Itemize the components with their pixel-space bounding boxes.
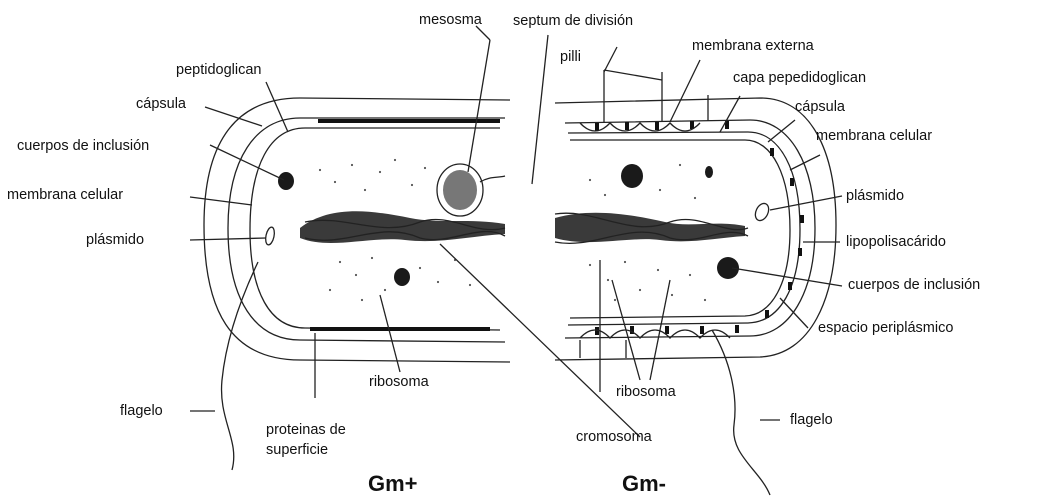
gm-plus-plasmid (264, 226, 276, 245)
label-septum-division: septum de división (513, 13, 633, 29)
label-pilli: pilli (560, 49, 581, 65)
gm-plus-inclusion-body-2 (394, 268, 410, 286)
gm-plus-mesosome-neck (480, 176, 505, 182)
gm-minus-chromosome (555, 213, 745, 242)
label-cuerpos-inclusion-left: cuerpos de inclusión (17, 138, 149, 154)
gm-minus-inclusion-body (621, 164, 643, 188)
label-capsula-right: cápsula (795, 99, 845, 115)
label-cromosoma: cromosoma (576, 429, 652, 445)
gm-minus-inclusion-body-small (705, 166, 713, 178)
label-lipopolisacarido: lipopolisacárido (846, 234, 946, 250)
caption-gm-minus: Gm- (622, 472, 666, 496)
label-membrana-celular-right: membrana celular (816, 128, 932, 144)
label-membrana-celular-left: membrana celular (7, 187, 123, 203)
label-plasmido-right: plásmido (846, 188, 904, 204)
label-peptidoglican: peptidoglican (176, 62, 261, 78)
label-mesosma: mesosma (419, 12, 482, 28)
label-ribosoma-right: ribosoma (616, 384, 676, 400)
gm-plus-mesosome-fill (443, 170, 477, 210)
label-flagelo-left: flagelo (120, 403, 163, 419)
caption-gm-plus: Gm+ (368, 472, 418, 496)
gm-minus-plasmid (753, 201, 771, 222)
label-membrana-externa: membrana externa (692, 38, 814, 54)
label-espacio-periplasmico: espacio periplásmico (818, 320, 953, 336)
label-plasmido-left: plásmido (86, 232, 144, 248)
gram-positive-cell (204, 98, 510, 470)
label-capsula-left: cápsula (136, 96, 186, 112)
gm-plus-inclusion-body (278, 172, 294, 190)
label-ribosoma-left: ribosoma (369, 374, 429, 390)
label-flagelo-right: flagelo (790, 412, 833, 428)
gm-plus-flagellum (222, 262, 258, 470)
label-cuerpos-inclusion-right: cuerpos de inclusión (848, 277, 980, 293)
label-capa-pepedidoglican: capa pepedidoglican (733, 70, 866, 86)
gm-minus-flagellum (712, 330, 770, 495)
label-proteinas-superficie: proteinas de superficie (266, 420, 376, 460)
